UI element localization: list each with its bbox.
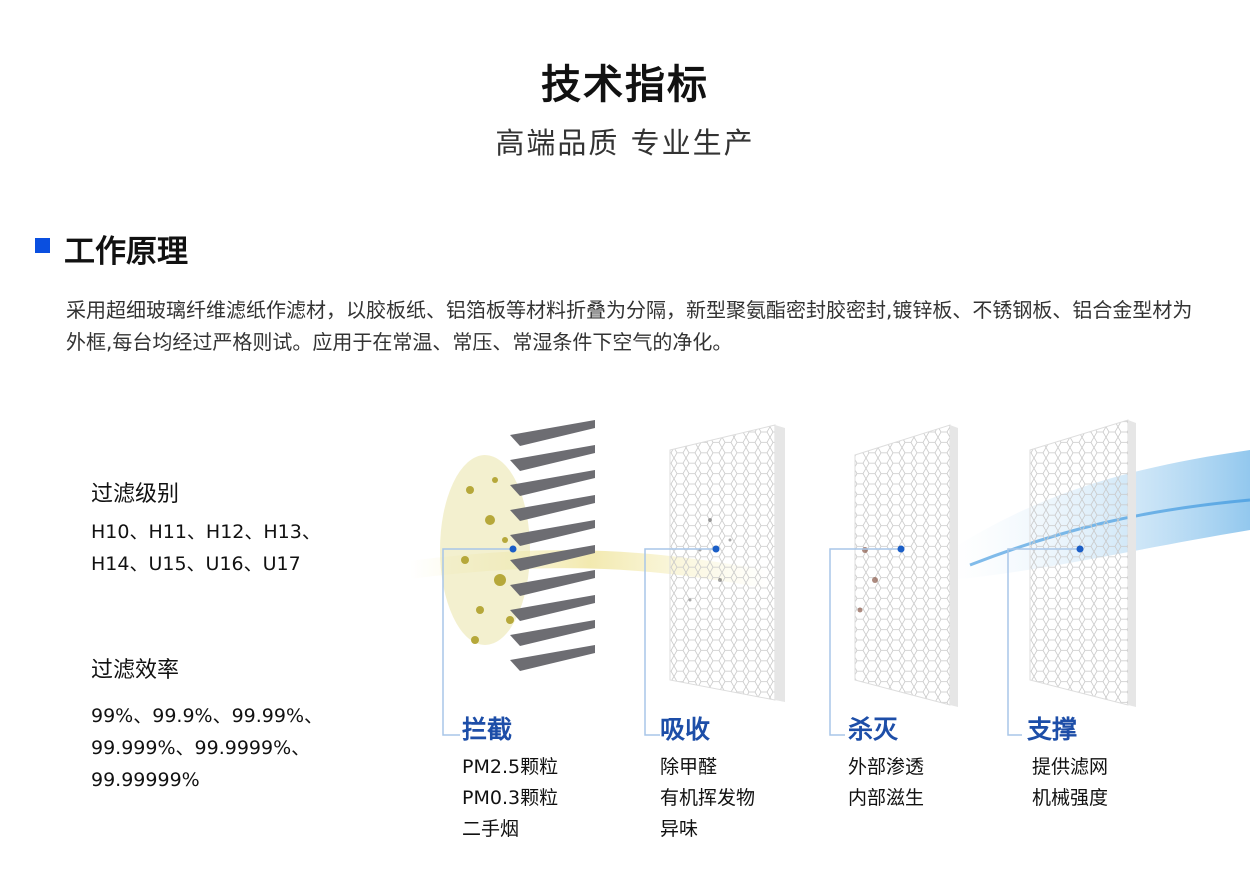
feature-absorb: 吸收 除甲醛 有机挥发物 异味 — [660, 710, 755, 845]
page-subtitle: 高端品质 专业生产 — [495, 126, 755, 160]
feature-item: PM0.3颗粒 — [462, 787, 559, 809]
feature-item: 内部滋生 — [848, 787, 925, 809]
filter-efficiency-label: 过滤效率 — [91, 658, 180, 683]
spec-line: H14、U15、U16、U17 — [91, 553, 301, 575]
particles-cluster — [440, 455, 530, 645]
absorption-mesh — [669, 424, 785, 702]
callout-lines — [442, 548, 1080, 736]
interception-fins — [510, 420, 595, 671]
sterilization-mesh — [854, 424, 958, 707]
feature-intercept: 拦截 PM2.5颗粒 PM0.3颗粒 二手烟 — [462, 710, 558, 845]
section-title: 工作原理 — [64, 234, 188, 270]
filter-grade-values: H10、H11、H12、H13、 H14、U15、U16、U17 — [91, 516, 321, 580]
feature-item: 二手烟 — [462, 818, 520, 840]
spec-line: 99%、99.9%、99.99%、 — [91, 705, 324, 727]
feature-support: 支撑 提供滤网 机械强度 — [1027, 710, 1108, 814]
page-title: 技术指标 — [541, 62, 709, 108]
filter-grade-label: 过滤级别 — [91, 482, 180, 507]
section-description: 采用超细玻璃纤维滤纸作滤材，以胶板纸、铝箔板等材料折叠为分隔，新型聚氨酯密封胶密… — [66, 298, 1193, 354]
feature-item: 外部渗透 — [848, 756, 925, 778]
feature-item: 提供滤网 — [1032, 756, 1109, 778]
support-mesh — [1029, 419, 1136, 707]
spec-line: 99.999%、99.9999%、 — [91, 737, 311, 759]
feature-item: 有机挥发物 — [660, 787, 756, 809]
callout-dots — [509, 545, 1084, 553]
feature-title: 杀灭 — [848, 715, 899, 744]
feature-item: 机械强度 — [1032, 787, 1109, 809]
filter-layers-illustration — [410, 419, 1250, 736]
feature-item: 除甲醛 — [660, 756, 718, 778]
feature-title: 吸收 — [660, 715, 711, 744]
spec-line: 99.99999% — [91, 769, 200, 791]
feature-title: 拦截 — [462, 715, 513, 744]
filter-efficiency-values: 99%、99.9%、99.99%、 99.999%、99.9999%、 99.9… — [91, 700, 323, 796]
feature-kill: 杀灭 外部渗透 内部滋生 — [848, 710, 924, 814]
section-marker — [35, 238, 50, 253]
feature-item: PM2.5颗粒 — [462, 756, 559, 778]
feature-title: 支撑 — [1027, 715, 1078, 744]
spec-line: H10、H11、H12、H13、 — [91, 521, 321, 543]
feature-item: 异味 — [660, 818, 699, 840]
